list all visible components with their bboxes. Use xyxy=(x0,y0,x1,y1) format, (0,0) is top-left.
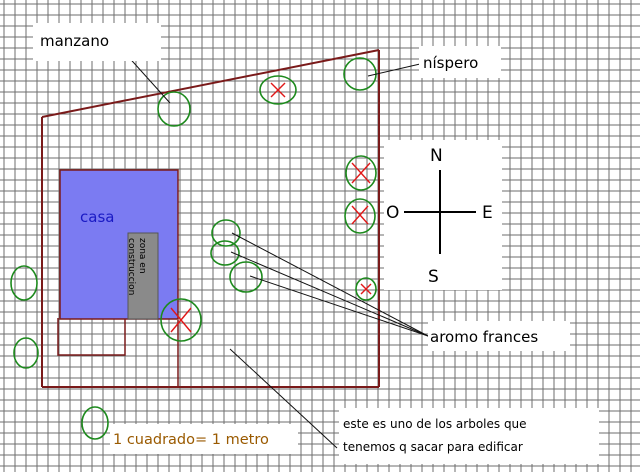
nispero-label: níspero xyxy=(423,54,478,72)
tree-crosses xyxy=(170,82,372,333)
compass-west: O xyxy=(386,203,399,223)
trees xyxy=(10,57,377,440)
compass-south: S xyxy=(428,267,439,287)
property-boundary xyxy=(41,49,380,388)
construction-zone-line1: zona en xyxy=(137,238,147,274)
tree-aromo-3 xyxy=(229,261,263,293)
tree-marked-east-2 xyxy=(344,198,376,234)
construction-zone-line2: construccion xyxy=(126,238,136,295)
compass-rose: N S E O xyxy=(384,140,502,290)
annotation-lines xyxy=(115,42,429,449)
remove-tree-pointer xyxy=(229,348,338,449)
tree-aromo-2 xyxy=(210,240,240,266)
cross-marker-east-1 xyxy=(351,162,371,184)
tree-marked-east-1 xyxy=(345,155,377,191)
nispero-label-bg xyxy=(419,46,501,78)
inner-outline-left xyxy=(57,318,126,356)
cross-marker-remove xyxy=(170,307,192,333)
tree-outside-3 xyxy=(81,406,109,440)
tree-marked-east-3 xyxy=(355,277,377,301)
manzano-label-bg xyxy=(33,23,161,61)
house-label: casa xyxy=(80,208,114,226)
manzano-label: manzano xyxy=(40,32,109,50)
tree-marked-top xyxy=(259,75,297,105)
note-line-2: tenemos q sacar para edificar xyxy=(343,440,523,454)
cross-marker-east-2 xyxy=(351,205,369,225)
tree-aromo-1 xyxy=(211,219,241,247)
tree-to-remove xyxy=(160,298,202,342)
house-block xyxy=(59,169,179,320)
aromo-label-bg xyxy=(428,321,570,351)
aromo-pointer-1 xyxy=(231,232,429,337)
tree-manzano xyxy=(157,91,191,127)
construction-zone xyxy=(127,232,159,320)
nispero-pointer xyxy=(367,63,421,77)
note-label-bg xyxy=(339,408,599,464)
aromo-pointer-2 xyxy=(230,251,429,337)
cross-marker-top xyxy=(270,82,286,98)
tree-nispero xyxy=(343,57,377,91)
scale-label-bg xyxy=(110,424,298,454)
tree-outside-1 xyxy=(10,265,38,301)
compass-east: E xyxy=(482,203,493,223)
aromo-label: aromo frances xyxy=(430,328,538,346)
compass-north: N xyxy=(430,146,443,166)
scale-label: 1 cuadrado= 1 metro xyxy=(113,432,269,448)
tree-outside-2 xyxy=(13,337,39,369)
construction-zone-text: zona en construccion xyxy=(126,238,147,295)
boundary-top-edge xyxy=(41,49,380,118)
note-line-1: este es uno de los arboles que xyxy=(343,417,527,431)
inner-outline xyxy=(57,318,179,387)
aromo-pointer-3 xyxy=(249,275,429,337)
compass-bg xyxy=(384,140,502,290)
cross-marker-east-3 xyxy=(360,283,372,295)
